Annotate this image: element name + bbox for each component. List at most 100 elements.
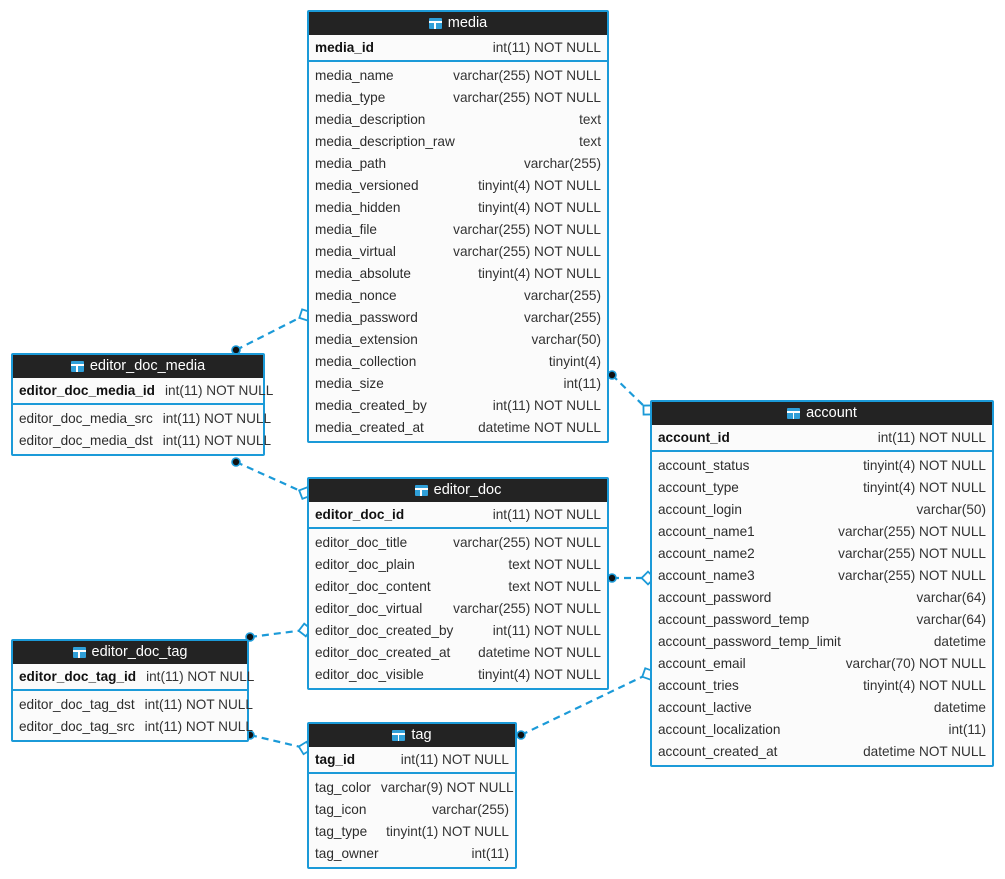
column-type: int(11) NOT NULL (146, 669, 255, 684)
column-type: int(11) NOT NULL (164, 383, 274, 398)
table-icon (414, 485, 428, 496)
column-type: int(11) NOT NULL (400, 752, 509, 767)
column-type: varchar(255) NOT NULL (838, 545, 986, 561)
column-name: editor_doc_id (315, 507, 405, 522)
column-type: varchar(255) NOT NULL (838, 567, 986, 583)
column-row[interactable]: media_password varchar(255) (309, 306, 607, 328)
column-type: tinyint(4) NOT NULL (478, 199, 601, 215)
column-type: int(11) (948, 721, 986, 737)
entity-header[interactable]: editor_doc_tag (13, 641, 247, 664)
entity-header[interactable]: editor_doc (309, 479, 607, 502)
relationship-line (611, 374, 649, 411)
column-type: varchar(70) NOT NULL (845, 655, 986, 671)
column-name: media_created_at (315, 419, 424, 435)
column-type: varchar(255) NOT NULL (453, 534, 601, 550)
column-name: media_password (315, 309, 418, 325)
column-type: tinyint(4) NOT NULL (478, 177, 601, 193)
column-name: media_absolute (315, 265, 411, 281)
entity-title: account (806, 405, 857, 421)
column-name: editor_doc_tag_src (19, 718, 135, 734)
column-name: media_description_raw (315, 133, 455, 149)
column-name: media_virtual (315, 243, 396, 259)
column-type: text NOT NULL (508, 578, 601, 594)
entity-header[interactable]: account (652, 402, 992, 425)
entity-header[interactable]: editor_doc_media (13, 355, 263, 378)
column-type: varchar(9) NOT NULL (380, 779, 514, 795)
entity-header[interactable]: media (309, 12, 607, 35)
column-name: account_lactive (658, 699, 752, 715)
column-type: tinyint(4) NOT NULL (863, 479, 986, 495)
entity-title: tag (411, 727, 432, 743)
column-type: varchar(255) (523, 309, 601, 325)
column-name: media_extension (315, 331, 418, 347)
relationship-endpoint-one (516, 730, 526, 740)
entity-header[interactable]: tag (309, 724, 515, 747)
entity-title: editor_doc (433, 482, 502, 498)
